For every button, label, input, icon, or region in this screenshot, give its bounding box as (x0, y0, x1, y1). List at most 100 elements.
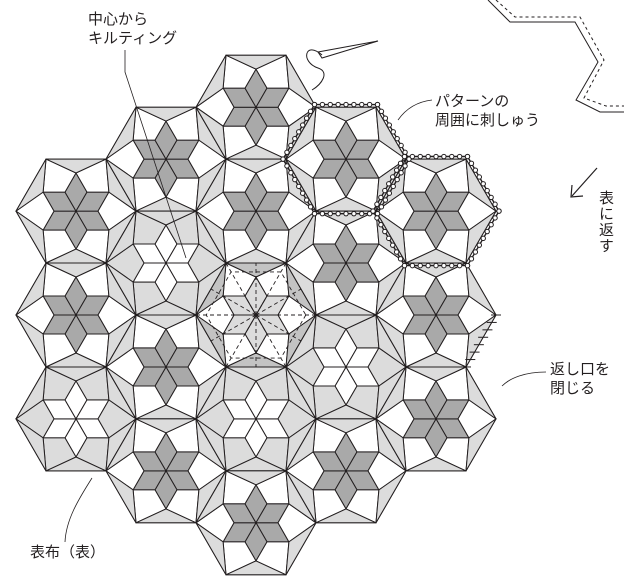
arrow-icon (570, 167, 598, 198)
edge-triangle (225, 470, 287, 486)
edge-triangle (195, 366, 227, 420)
hexagon-block (195, 470, 317, 576)
edge-triangle (15, 210, 47, 264)
embroidery-bead (484, 228, 490, 235)
embroidery-bead (359, 210, 365, 217)
embroidery-bead (394, 135, 400, 142)
center-quilting-lines (196, 262, 316, 368)
edge-triangle (195, 314, 227, 368)
embroidery-bead (468, 160, 475, 167)
embroidery-bead (311, 101, 318, 108)
embroidery-bead (464, 153, 471, 160)
edge-triangle (285, 418, 317, 472)
embroidery-bead (425, 153, 431, 160)
hexagon-tiles (15, 54, 497, 576)
edge-triangle (105, 470, 137, 524)
embroidery-bead (484, 187, 490, 194)
embroidery-bead (433, 262, 439, 269)
edge-triangle (195, 262, 227, 316)
embroidery-bead (296, 183, 302, 190)
edge-triangle (105, 366, 137, 420)
embroidery-bead (417, 262, 423, 269)
label-front-fabric: 表布（表） (30, 543, 106, 561)
embroidery-bead (488, 222, 494, 228)
embroidery-bead (456, 262, 463, 269)
embroidery-bead (492, 215, 498, 221)
embroidery-bead (449, 262, 455, 269)
embroidery-bead (343, 210, 349, 217)
fabric-edge (487, 0, 624, 113)
embroidery-bead (397, 256, 404, 262)
edge-triangle (315, 314, 377, 330)
hexagon-block (285, 106, 407, 212)
embroidery-bead (394, 176, 400, 183)
embroidery-bead (472, 249, 479, 255)
edge-triangle (195, 54, 227, 108)
edge-triangle (15, 158, 47, 212)
embroidery-bead (476, 242, 483, 248)
embroidery-bead (393, 167, 400, 173)
label-pattern-embroidery: パターンの 周囲に刺しゅう (435, 92, 541, 129)
embroidery-bead (351, 210, 357, 217)
edge-triangle (375, 262, 407, 316)
edge-triangle (375, 366, 407, 420)
edge-triangle (105, 314, 137, 368)
embroidery-bead (382, 187, 388, 194)
needle-icon (306, 40, 379, 91)
hexagon-block (105, 210, 227, 316)
embroidery-bead (382, 197, 389, 203)
embroidery-bead (378, 204, 385, 210)
embroidery-bead (303, 115, 310, 121)
edge-triangle (375, 418, 407, 472)
embroidery-bead (374, 215, 380, 221)
embroidery-bead (397, 160, 404, 167)
embroidery-bead (409, 262, 416, 269)
embroidery-bead (390, 129, 396, 135)
edge-triangle (135, 210, 197, 226)
edge-triangle (45, 158, 107, 174)
thread (306, 49, 325, 91)
edge-triangle (285, 366, 317, 420)
embroidery-bead (417, 153, 423, 160)
embroidery-bead (307, 108, 314, 115)
edge-triangle (105, 418, 137, 472)
embroidery-bead (366, 210, 373, 217)
quilting-outline (205, 271, 307, 359)
embroidery-bead (319, 210, 326, 217)
edge-triangle (45, 366, 107, 382)
embroidery-bead (292, 135, 298, 142)
embroidery-bead (389, 242, 396, 248)
edge-triangle (285, 470, 317, 524)
embroidery-bead (398, 142, 404, 149)
embroidery-bead (449, 153, 455, 160)
embroidery-bead (409, 153, 416, 160)
embroidery-bead (292, 176, 298, 183)
embroidery-bead (335, 101, 341, 108)
embroidery-bead (374, 101, 381, 108)
hexagon-block (375, 366, 497, 472)
embroidery-bead (488, 194, 494, 201)
closing-stitches (461, 314, 501, 368)
edge-triangle (225, 158, 287, 174)
label-close-opening: 返し口を 閉じる (550, 360, 611, 397)
edge-triangle (465, 262, 497, 316)
embroidery-bead (374, 201, 380, 207)
embroidery-bead (359, 101, 365, 108)
fabric-seam (495, 0, 624, 107)
edge-triangle (135, 314, 197, 330)
edge-triangle (105, 106, 137, 160)
embroidery-bead (398, 170, 404, 176)
embroidery-bead (386, 190, 393, 196)
embroidery-bead (425, 262, 431, 269)
embroidery-bead (492, 201, 498, 207)
embroidery-bead (402, 163, 408, 169)
edge-triangle (405, 456, 467, 472)
leader-center (124, 50, 187, 259)
embroidery-stitches (280, 101, 502, 269)
edge-triangle (45, 262, 107, 278)
embroidery-bead (464, 262, 471, 269)
edge-triangle (195, 418, 227, 472)
edge-triangle (195, 158, 227, 212)
embroidery-bead (386, 235, 392, 242)
edge-triangle (225, 54, 287, 70)
